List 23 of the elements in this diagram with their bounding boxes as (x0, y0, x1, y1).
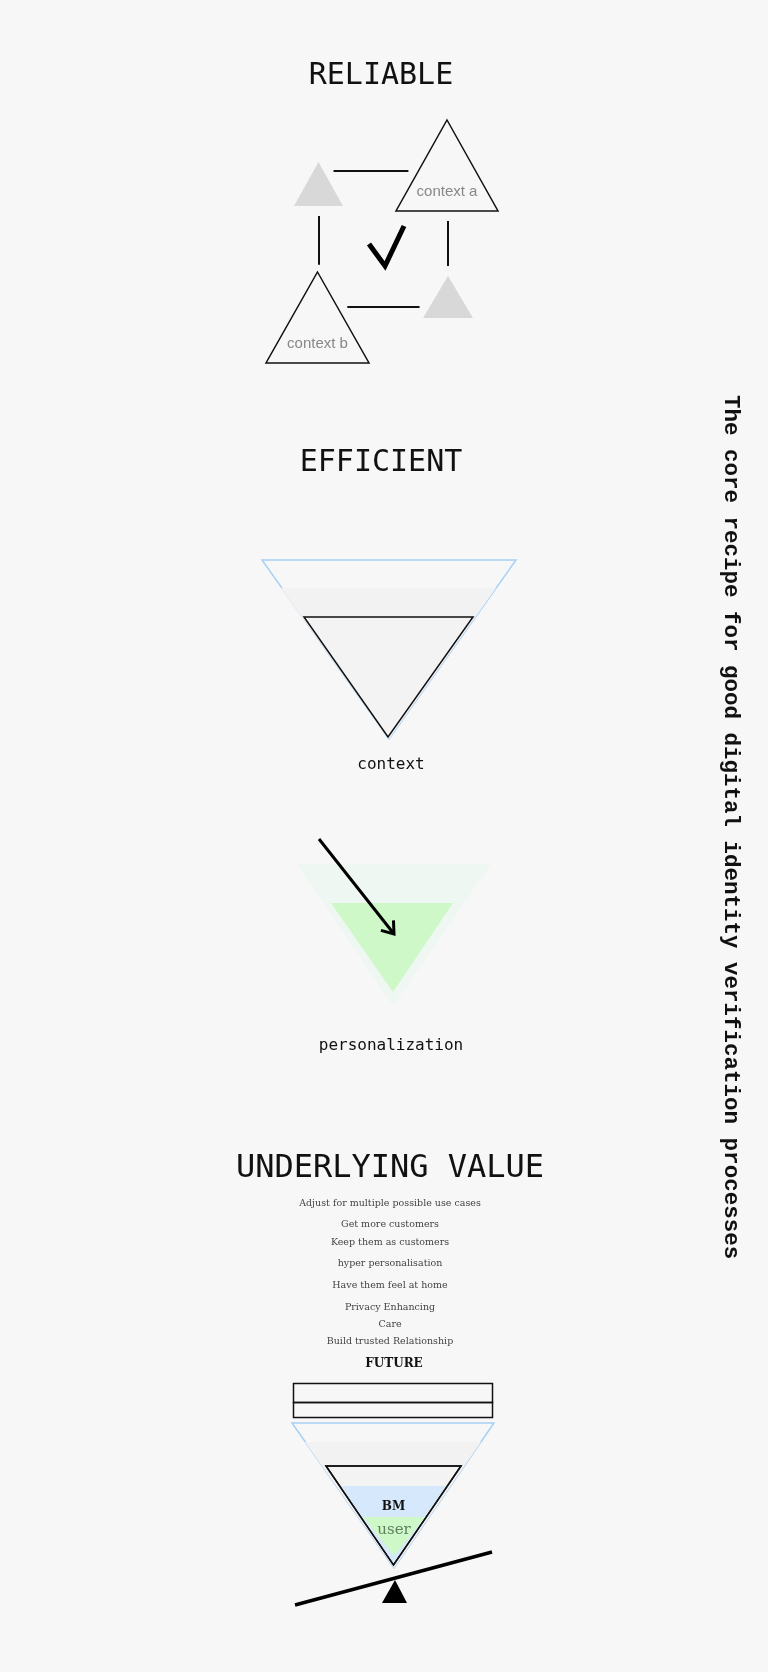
caption: personalization (318, 1036, 464, 1055)
value-item: Care (378, 1319, 402, 1330)
connector-line (318, 215, 320, 266)
section-heading: EFFICIENT (299, 444, 463, 479)
value-item: Get more customers (341, 1219, 439, 1230)
section-heading: UNDERLYING VALUE (235, 1148, 545, 1185)
value-item: Have them feel at home (332, 1280, 448, 1291)
node-label: BM (381, 1499, 406, 1514)
connector-line (447, 220, 449, 267)
connector-line (346, 306, 421, 308)
value-item: Keep them as customers (330, 1237, 450, 1248)
node-label: context a (416, 182, 478, 200)
value-item: Adjust for multiple possible use cases (299, 1198, 481, 1209)
value-item: Privacy Enhancing (344, 1302, 436, 1313)
node-label: context b (287, 334, 348, 352)
section-heading: RELIABLE (308, 57, 454, 92)
future-heading: FUTURE (365, 1357, 423, 1371)
caption: context (357, 755, 425, 774)
value-item: hyper personalisation (337, 1258, 443, 1269)
value-item: Build trusted Relationship (326, 1336, 454, 1347)
vertical-title: The core recipe for good digital identity verification processes (718, 395, 744, 1260)
connector-line (332, 170, 410, 172)
node-label: user (377, 1520, 411, 1538)
